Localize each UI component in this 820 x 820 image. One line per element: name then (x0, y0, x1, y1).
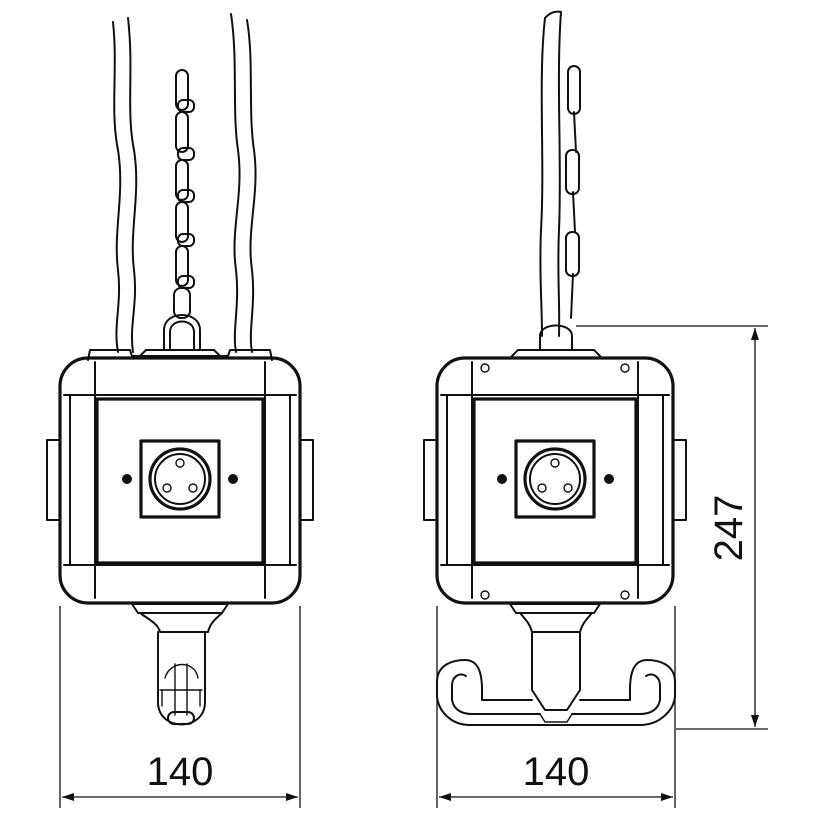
side-height-label: 247 (707, 495, 751, 562)
side-hook (436, 603, 676, 726)
dimension-side-height: 247 (576, 325, 768, 730)
side-chain (539, 65, 581, 351)
side-view (423, 10, 687, 726)
front-left-cable (112, 17, 138, 353)
front-view (46, 13, 314, 726)
side-top-cap (509, 349, 603, 359)
front-top-cap (87, 349, 273, 361)
front-width-label: 140 (147, 750, 214, 794)
dimension-side-width: 140 (436, 606, 676, 808)
front-chain (163, 69, 201, 351)
side-cable (539, 11, 562, 337)
front-hook (131, 603, 229, 726)
side-socket (497, 439, 614, 519)
front-socket (122, 439, 238, 519)
dimension-front-width: 140 (59, 606, 301, 808)
front-right-cable (230, 13, 257, 353)
side-width-label: 140 (523, 750, 590, 794)
